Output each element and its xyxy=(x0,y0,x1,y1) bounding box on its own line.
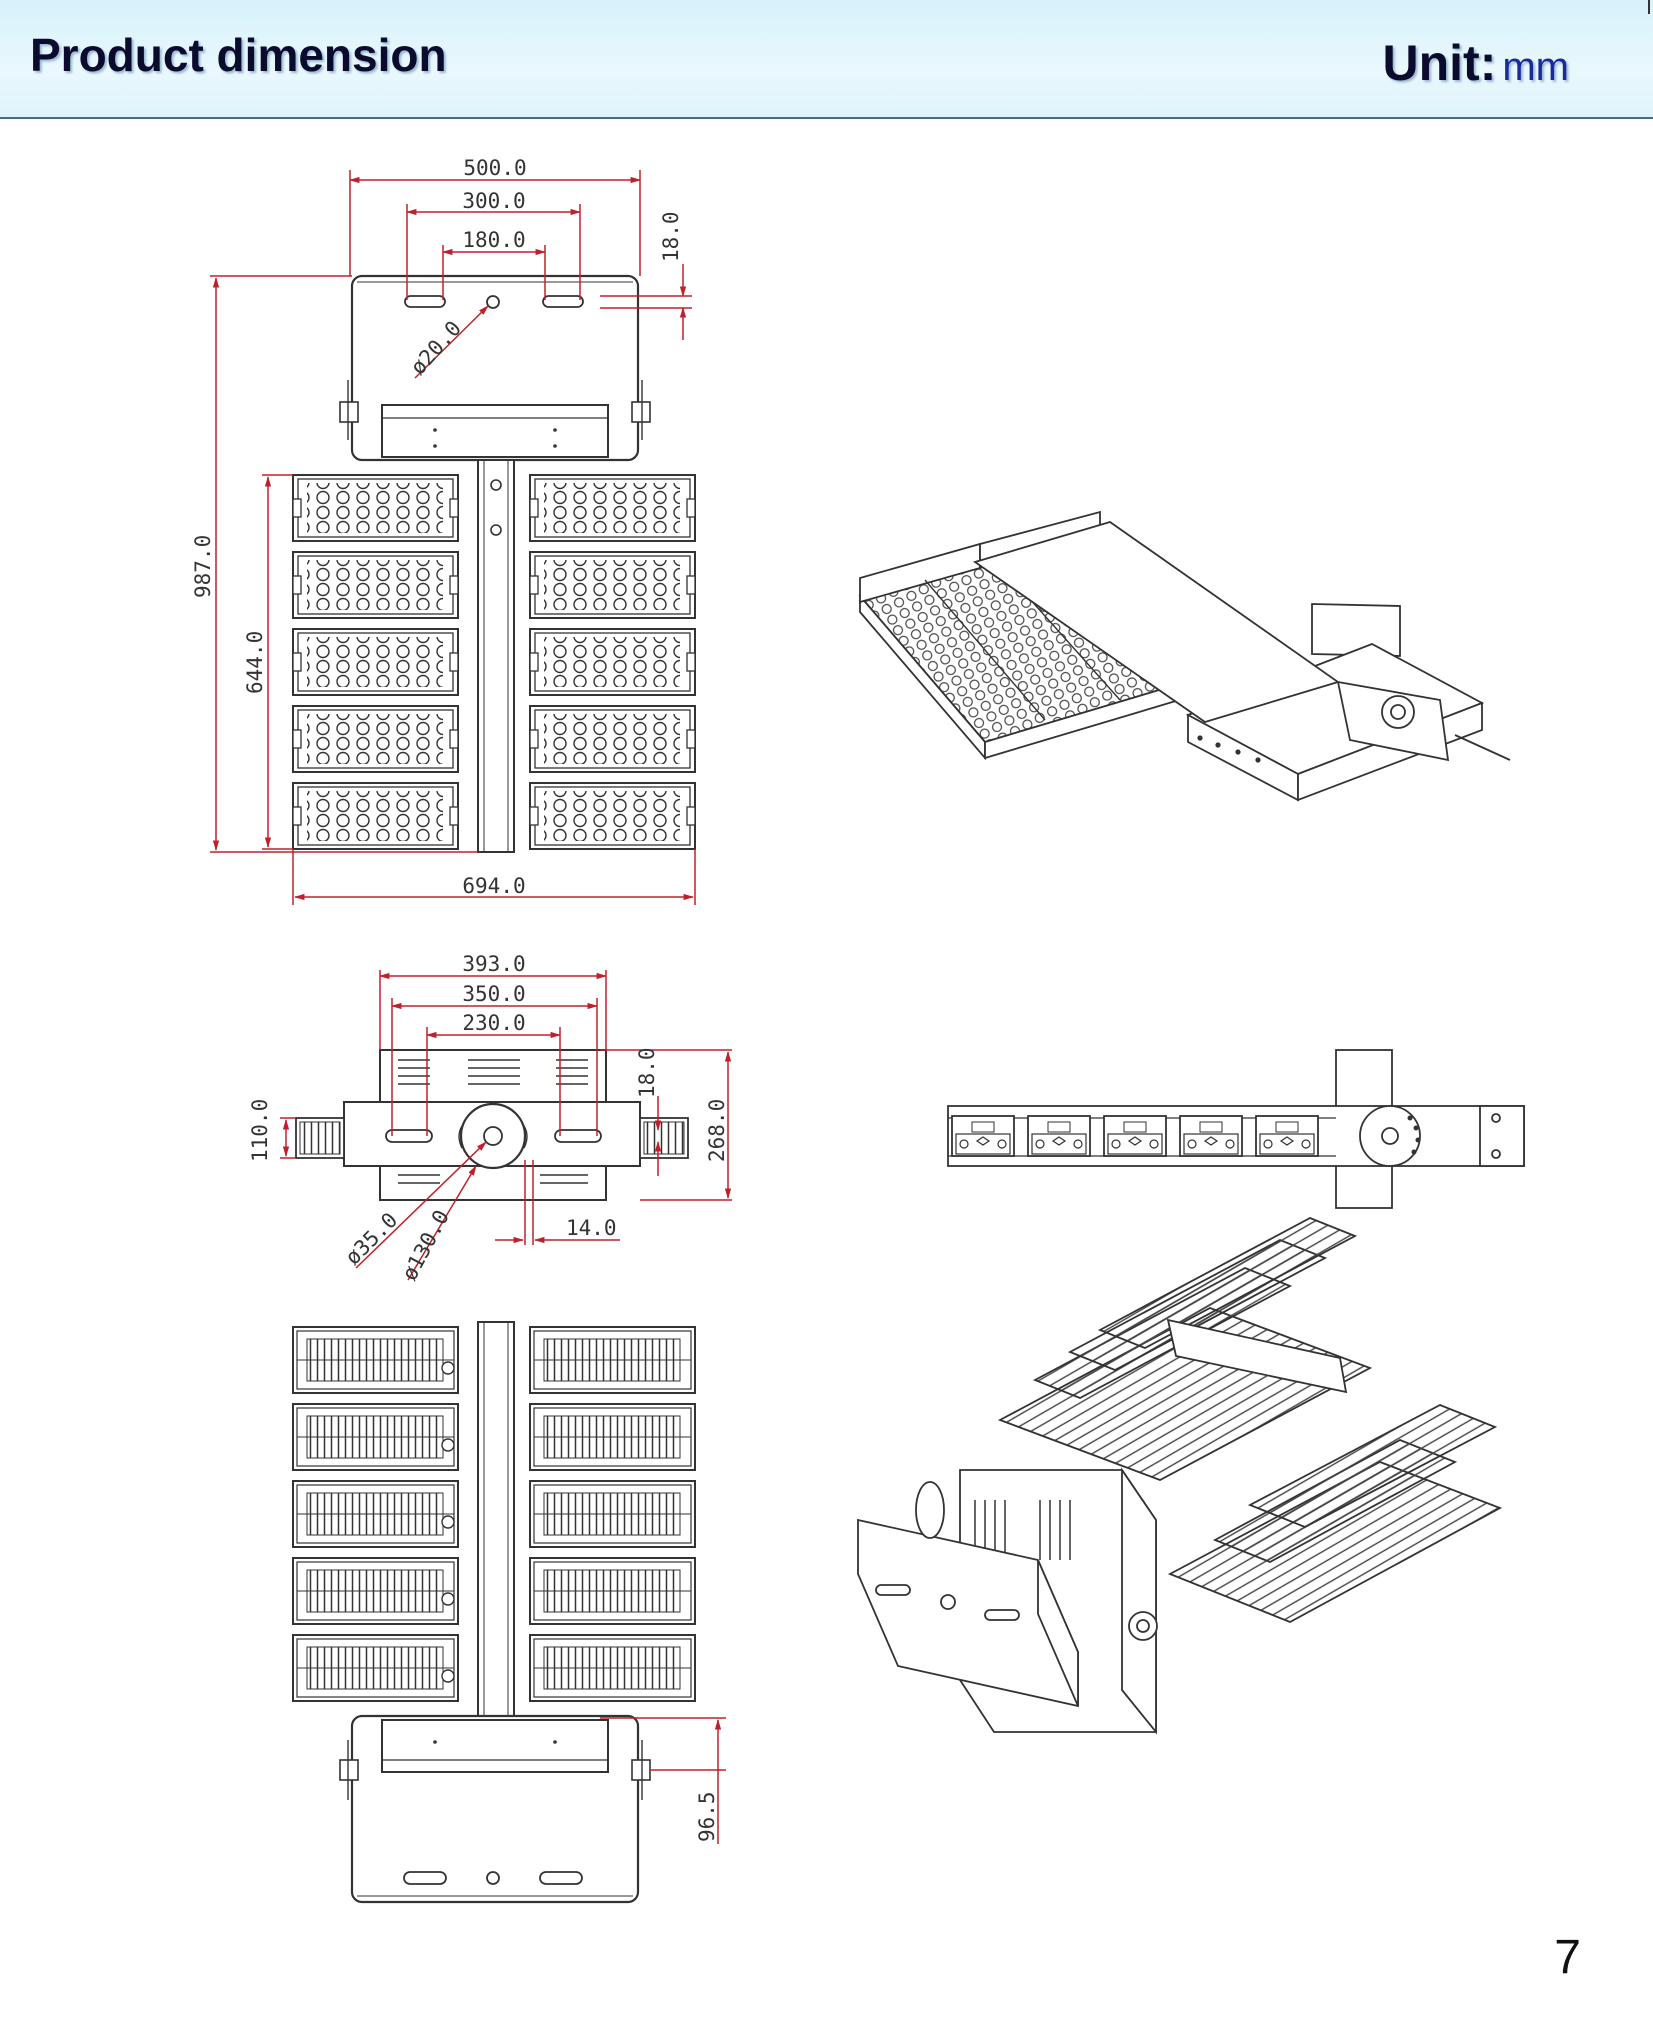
dim-gap-14: 14.0 xyxy=(566,1216,617,1240)
isometric-view-front xyxy=(858,510,1511,802)
dim-height-268: 268.0 xyxy=(705,1099,729,1162)
isometric-view-back xyxy=(857,1217,1503,1735)
unit-label: Unit: xyxy=(1382,35,1497,91)
header-banner: Product dimension Unit:mm xyxy=(0,0,1653,119)
page-number: 7 xyxy=(1554,1931,1581,1984)
bracket-slot-right xyxy=(542,295,584,308)
bracket-hole xyxy=(486,295,500,309)
side-view: 393.0 350.0 230.0 18.0 268.0 110.0 ø35.0… xyxy=(248,952,732,1284)
side-elevation-view xyxy=(947,1049,1525,1209)
header-corner-mark xyxy=(1648,0,1650,14)
dim-width-230: 230.0 xyxy=(462,1011,525,1035)
dim-dia-130: ø130.0 xyxy=(397,1206,454,1284)
unit-indicator: Unit:mm xyxy=(1383,34,1569,92)
dim-total-height: 987.0 xyxy=(191,535,215,598)
dim-slot-spacing: 300.0 xyxy=(462,189,525,213)
dim-height-110: 110.0 xyxy=(248,1099,272,1162)
page-title: Product dimension xyxy=(30,29,447,81)
unit-value: mm xyxy=(1502,45,1569,89)
dim-top-offset: 18.0 xyxy=(659,211,683,262)
dim-width-350: 350.0 xyxy=(462,982,525,1006)
front-view: 500.0 300.0 180.0 18.0 ø20.0 987.0 644.0… xyxy=(191,156,696,905)
dim-inner-slot: 180.0 xyxy=(462,228,525,252)
dim-width-393: 393.0 xyxy=(462,952,525,976)
dim-offset-18: 18.0 xyxy=(635,1047,659,1098)
dim-dia-35: ø35.0 xyxy=(341,1208,403,1270)
dim-depth-96: 96.5 xyxy=(695,1791,719,1842)
dim-panel-width: 694.0 xyxy=(462,874,525,898)
back-view: 96.5 xyxy=(292,1321,726,1904)
dim-overall-width: 500.0 xyxy=(463,156,526,180)
bracket-slot-left xyxy=(404,295,446,308)
dim-panel-height: 644.0 xyxy=(243,631,267,694)
